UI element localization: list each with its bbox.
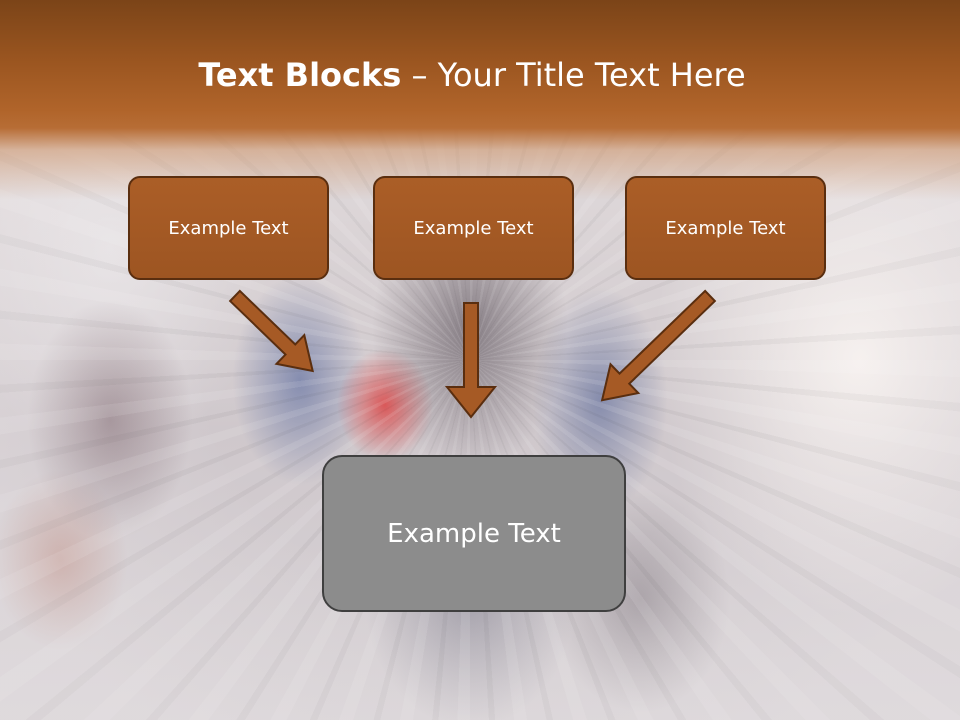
text-block-1[interactable]: Example Text xyxy=(128,176,329,280)
text-block-3[interactable]: Example Text xyxy=(625,176,826,280)
text-block-1-label: Example Text xyxy=(168,217,289,239)
title-separator: – xyxy=(401,56,438,94)
arrow-right-icon[interactable] xyxy=(588,282,724,415)
title-bold-part: Text Blocks xyxy=(198,56,402,94)
arrow-left-icon[interactable] xyxy=(221,282,326,386)
text-block-2[interactable]: Example Text xyxy=(373,176,574,280)
text-block-2-label: Example Text xyxy=(413,217,534,239)
arrow-center-icon[interactable] xyxy=(444,302,498,419)
title-regular-part: Your Title Text Here xyxy=(437,56,746,94)
result-block-label: Example Text xyxy=(387,518,561,549)
result-block[interactable]: Example Text xyxy=(322,455,626,612)
text-block-3-label: Example Text xyxy=(665,217,786,239)
slide-title[interactable]: Text Blocks – Your Title Text Here xyxy=(0,52,944,98)
title-band xyxy=(0,0,960,200)
